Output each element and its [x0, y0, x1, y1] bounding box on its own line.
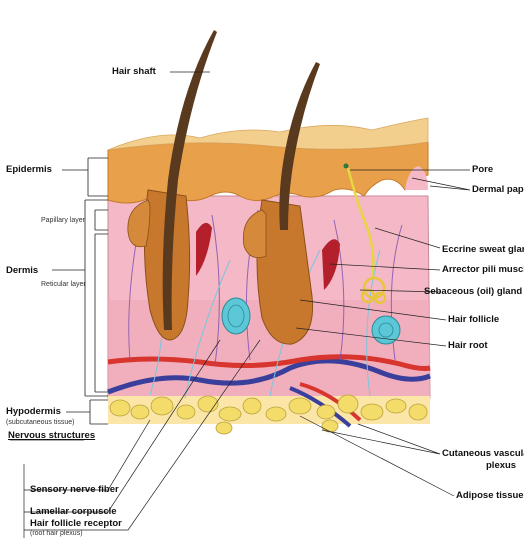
label-adipose-tissue: Adipose tissue [456, 490, 524, 501]
label-hypodermis-sub: (subcutaneous tissue) [6, 418, 74, 427]
label-sensory-nerve-fiber: Sensory nerve fiber [30, 484, 119, 495]
label-hair-follicle: Hair follicle [448, 314, 499, 325]
label-reticular-layer: Reticular layer [41, 280, 86, 289]
label-pore: Pore [472, 164, 493, 175]
label-epidermis: Epidermis [6, 164, 52, 175]
lamellar-corpuscle-left [222, 298, 250, 334]
label-dermis: Dermis [6, 265, 38, 276]
label-hypodermis: Hypodermis [6, 406, 61, 417]
label-lamellar-corpuscle: Lamellar corpuscle [30, 506, 117, 517]
label-dermal-papillae: Dermal papillae [472, 184, 524, 195]
label-hair-shaft: Hair shaft [112, 66, 156, 77]
label-eccrine-sweat-gland: Eccrine sweat gland [442, 244, 524, 255]
layer-brackets [85, 158, 108, 424]
label-cutaneous-vascular-plexus-2: plexus [486, 460, 516, 471]
label-hair-root: Hair root [448, 340, 488, 351]
label-papillary-layer: Papillary layer [41, 216, 85, 225]
label-hair-follicle-receptor-sub: (root hair plexus) [30, 529, 83, 538]
label-cutaneous-vascular-plexus-1: Cutaneous vascular [442, 448, 524, 459]
pore-opening [344, 164, 349, 169]
label-nervous-structures: Nervous structures [8, 430, 95, 441]
label-sebaceous-gland: Sebaceous (oil) gland [424, 286, 522, 297]
label-hair-follicle-receptor: Hair follicle receptor [30, 518, 122, 529]
label-arrector-pili-muscle: Arrector pili muscle [442, 264, 524, 275]
